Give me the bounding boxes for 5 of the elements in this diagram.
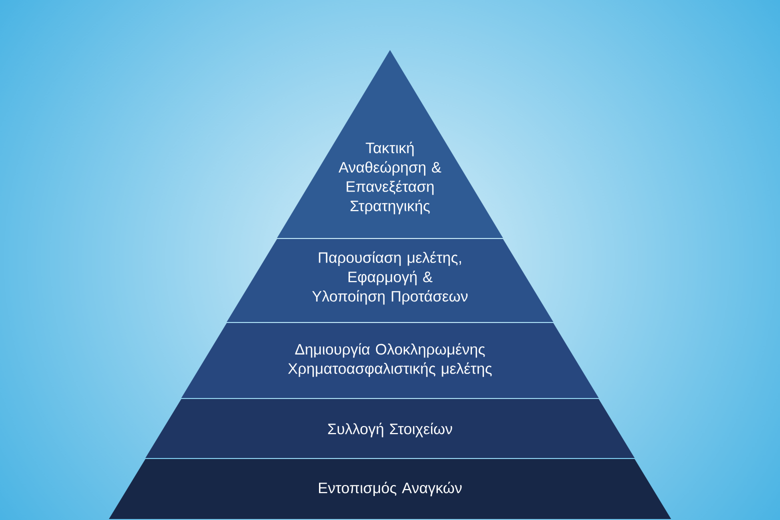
pyramid-level: Παρουσίαση μελέτης, Εφαρμογή & Υλοποίηση Προτάσεων (226, 239, 554, 322)
pyramid-level: Τακτική Αναθεώρηση & Επανεξέταση Στρατηγικής (277, 50, 503, 238)
pyramid-level: Συλλογή Στοιχείων (145, 399, 635, 458)
pyramid-level: Δημιουργία Ολοκληρωμένης Χρηματοασφαλιστικής μελέτης (181, 323, 599, 398)
pyramid-level: Εντοπισμός Αναγκών (108, 459, 672, 519)
